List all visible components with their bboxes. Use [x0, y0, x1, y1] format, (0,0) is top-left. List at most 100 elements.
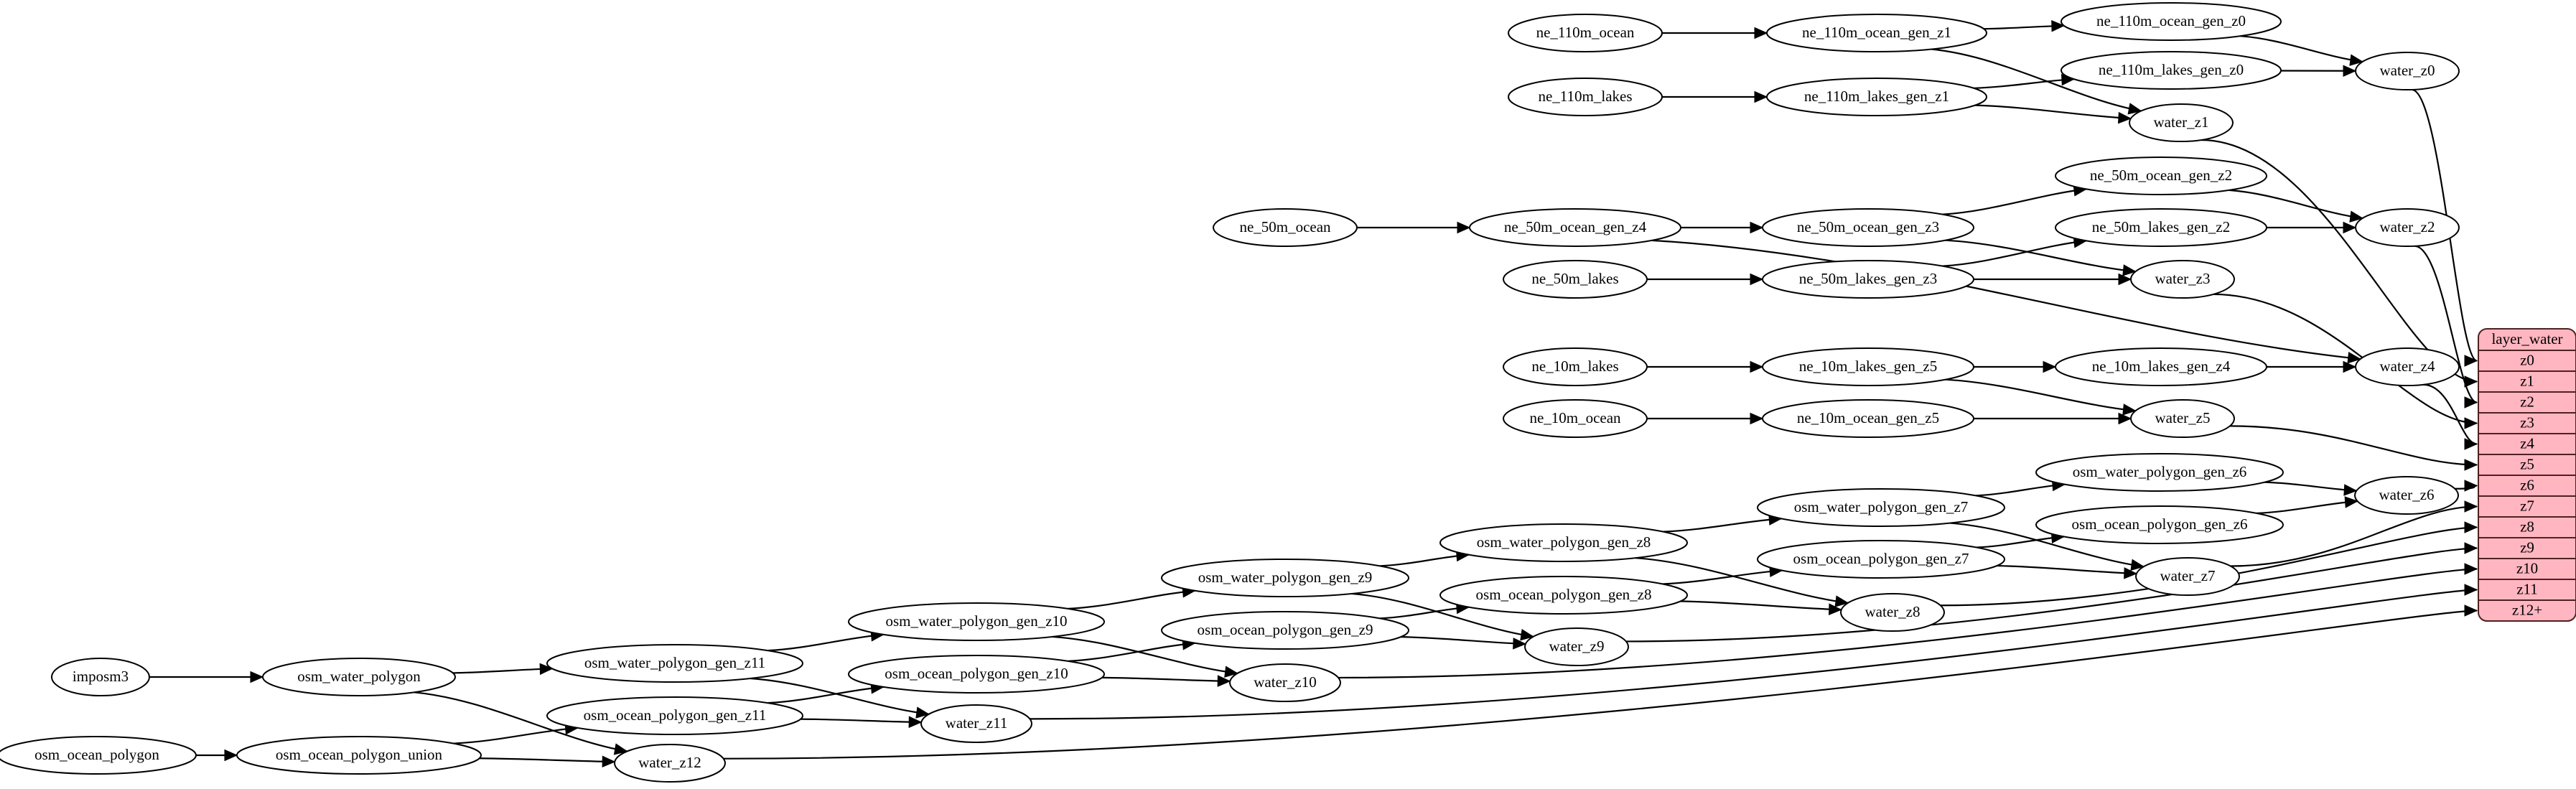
edge-arrowhead — [2464, 563, 2478, 575]
node-label: ne_110m_lakes_gen_z1 — [1804, 88, 1949, 105]
node-ne_50m_lakes[interactable]: ne_50m_lakes — [1503, 260, 1648, 299]
node-ne_10m_lakes_gen_z4[interactable]: ne_10m_lakes_gen_z4 — [2055, 347, 2267, 386]
node-water_z0[interactable]: water_z0 — [2355, 52, 2460, 90]
node-label: ne_110m_ocean_gen_z0 — [2096, 12, 2246, 29]
node-label: water_z1 — [2154, 113, 2209, 131]
edge-osm_water_polygon-to-osm_water_polygon_gen_z11 — [452, 668, 553, 674]
edge-arrowhead — [2118, 412, 2132, 425]
node-osm_ocean_polygon_gen_z7[interactable]: osm_ocean_polygon_gen_z7 — [1757, 540, 2005, 579]
table-row-z12+[interactable]: z12+ — [2512, 601, 2542, 618]
node-ne_10m_lakes[interactable]: ne_10m_lakes — [1503, 347, 1648, 386]
table-row-z6[interactable]: z6 — [2520, 476, 2534, 493]
node-ne_10m_lakes_gen_z5[interactable]: ne_10m_lakes_gen_z5 — [1762, 347, 1974, 386]
node-ne_50m_ocean_gen_z2[interactable]: ne_50m_ocean_gen_z2 — [2055, 157, 2267, 195]
node-label: ne_10m_lakes_gen_z4 — [2092, 358, 2231, 375]
node-ne_110m_lakes_gen_z1[interactable]: ne_110m_lakes_gen_z1 — [1766, 78, 1987, 116]
node-osm_ocean_polygon_gen_z8[interactable]: osm_ocean_polygon_gen_z8 — [1439, 576, 1688, 615]
node-osm_ocean_polygon_gen_z6[interactable]: osm_ocean_polygon_gen_z6 — [2035, 505, 2284, 544]
edge-arrowhead — [1520, 629, 1534, 641]
node-imposm3[interactable]: imposm3 — [51, 658, 150, 696]
node-shape — [1161, 559, 1409, 597]
table-row-z9[interactable]: z9 — [2520, 538, 2534, 556]
node-water_z8[interactable]: water_z8 — [1840, 593, 1945, 632]
node-shape — [1757, 540, 2005, 579]
node-ne_110m_ocean_gen_z1[interactable]: ne_110m_ocean_gen_z1 — [1766, 14, 1987, 52]
edge-arrowhead — [1750, 273, 1764, 286]
node-osm_water_polygon_gen_z10[interactable]: osm_water_polygon_gen_z10 — [848, 602, 1105, 641]
node-shape — [2061, 2, 2282, 41]
node-osm_water_polygon_gen_z11[interactable]: osm_water_polygon_gen_z11 — [546, 644, 803, 683]
node-shape — [920, 704, 1032, 743]
node-osm_water_polygon_gen_z9[interactable]: osm_water_polygon_gen_z9 — [1161, 559, 1409, 597]
node-osm_ocean_polygon_gen_z9[interactable]: osm_ocean_polygon_gen_z9 — [1161, 611, 1409, 650]
edge-arrowhead — [2051, 19, 2066, 32]
edge-arrowhead — [2464, 542, 2478, 554]
node-label: imposm3 — [73, 668, 129, 685]
table-row-z0[interactable]: z0 — [2520, 351, 2534, 368]
node-osm_ocean_polygon_union[interactable]: osm_ocean_polygon_union — [236, 736, 482, 775]
node-ne_50m_ocean_gen_z3[interactable]: ne_50m_ocean_gen_z3 — [1762, 208, 1974, 247]
node-shape — [1524, 627, 1629, 666]
node-water_z9[interactable]: water_z9 — [1524, 627, 1629, 666]
node-shape — [262, 658, 456, 696]
edge-osm_water_polygon_gen_z9-to-osm_water_polygon_gen_z8 — [1379, 554, 1470, 567]
table-row-z3[interactable]: z3 — [2520, 414, 2534, 431]
node-osm_ocean_polygon_gen_z11[interactable]: osm_ocean_polygon_gen_z11 — [546, 696, 803, 735]
table-row-z8[interactable]: z8 — [2520, 518, 2534, 535]
edge-arrowhead — [2464, 521, 2478, 533]
node-water_z2[interactable]: water_z2 — [2355, 208, 2460, 247]
table-row-z10[interactable]: z10 — [2516, 559, 2538, 576]
node-ne_50m_ocean_gen_z4[interactable]: ne_50m_ocean_gen_z4 — [1469, 208, 1681, 247]
node-osm_water_polygon_gen_z6[interactable]: osm_water_polygon_gen_z6 — [2035, 453, 2284, 492]
edge-arrowhead — [224, 749, 238, 762]
node-label: osm_ocean_polygon_gen_z8 — [1476, 586, 1652, 603]
table-row-z11[interactable]: z11 — [2516, 580, 2538, 597]
node-osm_water_polygon_gen_z8[interactable]: osm_water_polygon_gen_z8 — [1439, 523, 1688, 562]
node-ne_10m_ocean[interactable]: ne_10m_ocean — [1503, 399, 1648, 438]
table-row-z4[interactable]: z4 — [2520, 434, 2534, 452]
node-ne_110m_ocean[interactable]: ne_110m_ocean — [1508, 14, 1663, 52]
node-label: ne_50m_lakes — [1531, 270, 1618, 287]
node-water_z11[interactable]: water_z11 — [920, 704, 1032, 743]
node-ne_50m_lakes_gen_z2[interactable]: ne_50m_lakes_gen_z2 — [2055, 208, 2267, 247]
edge-arrowhead — [1828, 603, 1842, 615]
node-ne_50m_ocean[interactable]: ne_50m_ocean — [1213, 208, 1358, 247]
node-water_z7[interactable]: water_z7 — [2135, 557, 2240, 596]
node-osm_water_polygon[interactable]: osm_water_polygon — [262, 658, 456, 696]
node-shape — [1762, 347, 1974, 386]
node-water_z4[interactable]: water_z4 — [2355, 347, 2460, 386]
edges-layer — [149, 19, 2478, 768]
node-shape — [1762, 208, 1974, 247]
layer-water-table-header: layer_water — [2491, 330, 2562, 347]
table-row-z7[interactable]: z7 — [2520, 497, 2534, 514]
node-water_z12[interactable]: water_z12 — [614, 744, 726, 783]
node-shape — [1229, 663, 1341, 702]
node-osm_ocean_polygon[interactable]: osm_ocean_polygon — [0, 736, 197, 775]
node-water_z6[interactable]: water_z6 — [2354, 476, 2459, 515]
node-label: osm_ocean_polygon — [34, 746, 159, 763]
node-osm_water_polygon_gen_z7[interactable]: osm_water_polygon_gen_z7 — [1757, 488, 2005, 527]
node-label: ne_10m_ocean_gen_z5 — [1797, 409, 1939, 426]
node-label: osm_water_polygon_gen_z10 — [885, 612, 1067, 630]
node-water_z1[interactable]: water_z1 — [2129, 103, 2234, 142]
node-ne_110m_ocean_gen_z0[interactable]: ne_110m_ocean_gen_z0 — [2061, 2, 2282, 41]
node-ne_110m_lakes[interactable]: ne_110m_lakes — [1508, 78, 1663, 116]
node-water_z3[interactable]: water_z3 — [2130, 260, 2235, 299]
node-osm_ocean_polygon_gen_z10[interactable]: osm_ocean_polygon_gen_z10 — [848, 655, 1105, 694]
node-water_z10[interactable]: water_z10 — [1229, 663, 1341, 702]
node-ne_10m_ocean_gen_z5[interactable]: ne_10m_ocean_gen_z5 — [1762, 399, 1974, 438]
layer-water-table[interactable]: layer_water z0 z1 z2 z3 z4 z5 z6 z7 z8 z9 z10 z11 z12… — [2478, 328, 2576, 622]
table-row-z2[interactable]: z2 — [2520, 393, 2534, 410]
edge-arrowhead — [2464, 396, 2478, 408]
table-row-z5[interactable]: z5 — [2520, 455, 2534, 472]
node-ne_50m_lakes_gen_z3[interactable]: ne_50m_lakes_gen_z3 — [1762, 260, 1974, 299]
node-water_z5[interactable]: water_z5 — [2130, 399, 2235, 438]
node-label: water_z11 — [946, 714, 1008, 732]
node-ne_110m_lakes_gen_z0[interactable]: ne_110m_lakes_gen_z0 — [2061, 51, 2282, 90]
edge-arrowhead — [2343, 65, 2357, 78]
table-row-z1[interactable]: z1 — [2520, 372, 2534, 389]
edge-osm_ocean_polygon_gen_z8-to-osm_ocean_polygon_gen_z7 — [1662, 569, 1783, 585]
edge-osm_ocean_polygon_gen_z9-to-water_z9 — [1401, 636, 1526, 645]
node-shape — [1161, 611, 1409, 650]
edge-ne_50m_ocean_gen_z3-to-ne_50m_ocean_gen_z2 — [1942, 188, 2087, 215]
